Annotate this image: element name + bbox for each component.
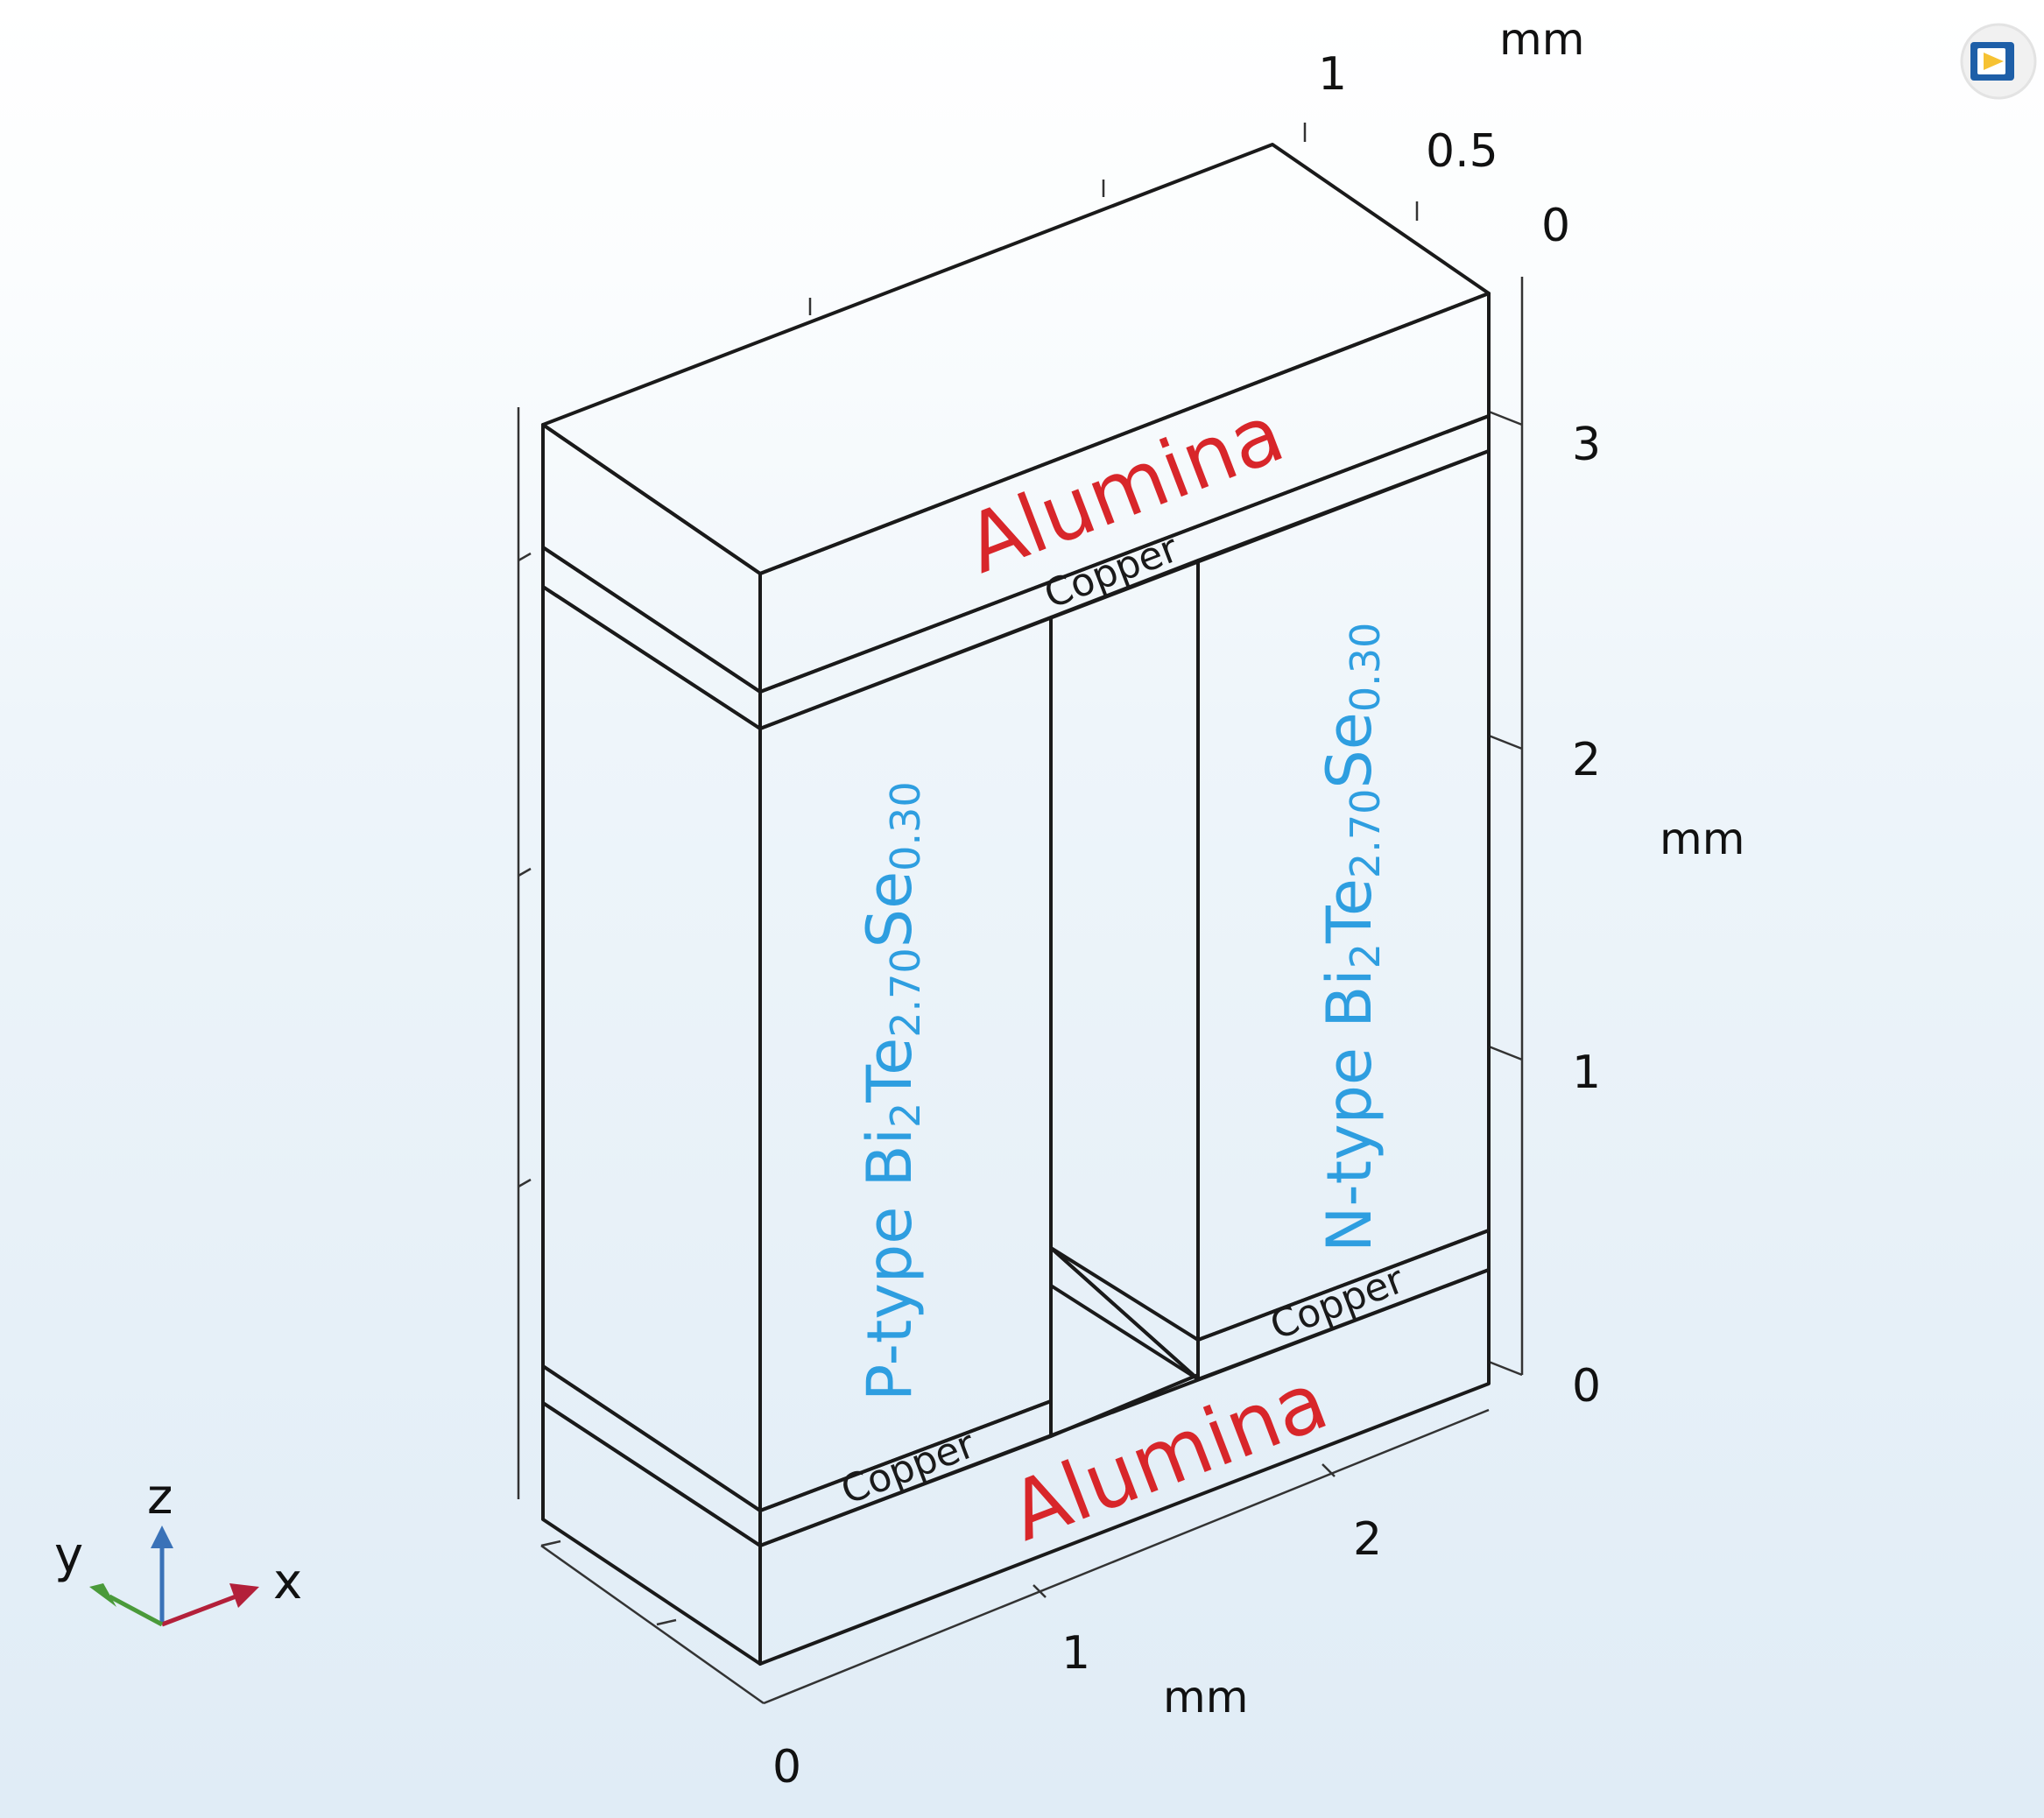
y-tick-0-5: 0.5 (1426, 125, 1498, 178)
x-tick-2: 2 (1353, 1513, 1382, 1566)
z-tick-1: 1 (1572, 1046, 1601, 1099)
bounding-frame (517, 123, 1524, 1705)
z-tick-2: 2 (1572, 734, 1601, 786)
left-side-face[interactable] (541, 585, 762, 1512)
thermoelectric-module[interactable] (541, 143, 1491, 1666)
copper-bottom-left-side[interactable] (541, 1364, 762, 1547)
alumina-top-side-face[interactable] (541, 423, 762, 694)
x-tick-0: 0 (772, 1741, 801, 1793)
z-axis-unit: mm (1660, 814, 1744, 864)
axis-triad: z x y (54, 1469, 302, 1627)
z-tick-0: 0 (1572, 1360, 1601, 1413)
leg-gap-face[interactable] (1049, 559, 1200, 1381)
z-tick-3: 3 (1572, 419, 1601, 471)
n-type-label: N-type Bi2Te2.70Se0.30 (1314, 623, 1389, 1252)
view-logo-icon[interactable] (1960, 23, 2037, 100)
x-tick-1: 1 (1061, 1627, 1090, 1680)
x-axis-unit: mm (1163, 1672, 1248, 1723)
alumina-bottom-side-face[interactable] (541, 1401, 762, 1666)
copper-bottom-left-label: Copper (835, 1421, 982, 1513)
triad-x-label: x (273, 1554, 302, 1610)
y-tick-0: 0 (1541, 200, 1570, 252)
triad-z-label: z (147, 1469, 173, 1526)
y-axis-unit: mm (1499, 14, 1584, 65)
y-tick-1: 1 (1318, 48, 1347, 101)
copper-top-side-face[interactable] (541, 546, 762, 730)
copper-bottom-right-label: Copper (1265, 1257, 1411, 1349)
triad-y-label: y (54, 1527, 83, 1584)
p-type-label: P-type Bi2Te2.70Se0.30 (854, 781, 929, 1401)
